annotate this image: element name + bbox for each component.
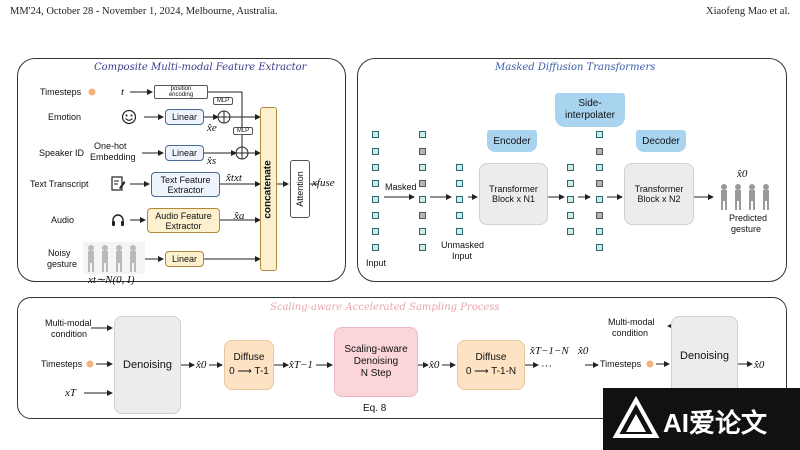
label-emotion: Emotion [48, 112, 82, 122]
symbol-t: t [121, 86, 125, 98]
symbol-xT-1: x̂T−1 [289, 359, 313, 371]
label-masked: Masked [385, 182, 417, 192]
symbol-x-a: x̂a [234, 210, 245, 222]
symbol-x0-first: x̂0 [196, 359, 207, 371]
mlp-box-1: MLP [213, 97, 233, 105]
label-condition: condition [51, 329, 88, 339]
header-authors: Xiaofeng Mao et al. [706, 6, 790, 17]
symbol-xt-distribution: xt∼N(0, I) [88, 274, 135, 286]
denoising-block-right: Denoising [671, 316, 738, 396]
attention-box: Attention [290, 160, 310, 218]
label-gesture: gesture [47, 259, 78, 269]
symbol-xT-1-N: x̂T−1−N [530, 345, 569, 357]
label-eq8: Eq. 8 [363, 403, 387, 414]
encoder-banner: Encoder [487, 130, 537, 152]
panel2-title: Masked Diffusion Transformers [495, 62, 656, 73]
symbol-x-e: x̂e [207, 122, 217, 134]
label-unmasked: Unmasked [441, 240, 485, 250]
watermark-triangle-icon [612, 396, 660, 438]
label-predicted-gesture: gesture [731, 224, 762, 234]
edit-document-icon [111, 176, 126, 191]
symbol-x-fuse: xfuse [312, 177, 335, 189]
label-audio: Audio [51, 215, 75, 225]
linear-gesture-box: Linear [165, 251, 204, 267]
symbol-x0-predicted: x̂0 [737, 168, 748, 180]
side-interpolater-banner: Side-interpolater [555, 93, 625, 127]
symbol-x0-third: x̂0 [578, 345, 589, 357]
label-timesteps: Timesteps [40, 87, 82, 97]
label-embedding: Embedding [90, 152, 136, 162]
symbol-xT: xT [65, 387, 76, 399]
linear-speaker-box: Linear [165, 145, 204, 161]
symbol-x-txt: x̂txt [226, 172, 242, 184]
header-conference: MM'24, October 28 - November 1, 2024, Me… [10, 6, 278, 17]
label-predicted: Predicted [729, 213, 768, 223]
symbol-x0-second: x̂0 [429, 359, 440, 371]
dots-ellipsis: ··· [541, 360, 552, 372]
linear-emotion-box: Linear [165, 109, 204, 125]
label-unmasked-input: Input [452, 251, 473, 261]
concatenate-box: concatenate [260, 107, 277, 271]
panel3-title: Scaling-aware Accelerated Sampling Proce… [270, 302, 500, 313]
panel1-title: Composite Multi-modal Feature Extractor [94, 62, 307, 73]
label-text-transcript: Text Transcript [30, 179, 89, 189]
label-noisy: Noisy [48, 248, 71, 258]
mlp-box-2: MLP [233, 127, 253, 135]
label-input: Input [366, 258, 387, 268]
headphones-icon [112, 214, 124, 226]
symbol-x-s: x̂s [207, 155, 217, 167]
decoder-banner: Decoder [636, 130, 686, 152]
symbol-x0-final: x̂0 [754, 359, 765, 371]
denoising-block-left: Denoising [114, 316, 181, 414]
label-multimodal-right: Multi-modal [608, 317, 655, 327]
label-timesteps-right: Timesteps [600, 359, 642, 369]
label-condition-right: condition [612, 328, 649, 338]
label-speaker-id: Speaker ID [39, 148, 85, 158]
smiley-icon [121, 109, 137, 125]
label-multimodal: Multi-modal [45, 318, 92, 328]
label-timesteps-left: Timesteps [41, 359, 83, 369]
noisy-gesture-figures-icon [83, 242, 145, 274]
watermark-text: AI爱论文 [663, 408, 768, 438]
label-onehot: One-hot [94, 141, 127, 151]
predicted-gesture-figures-icon [721, 184, 769, 210]
